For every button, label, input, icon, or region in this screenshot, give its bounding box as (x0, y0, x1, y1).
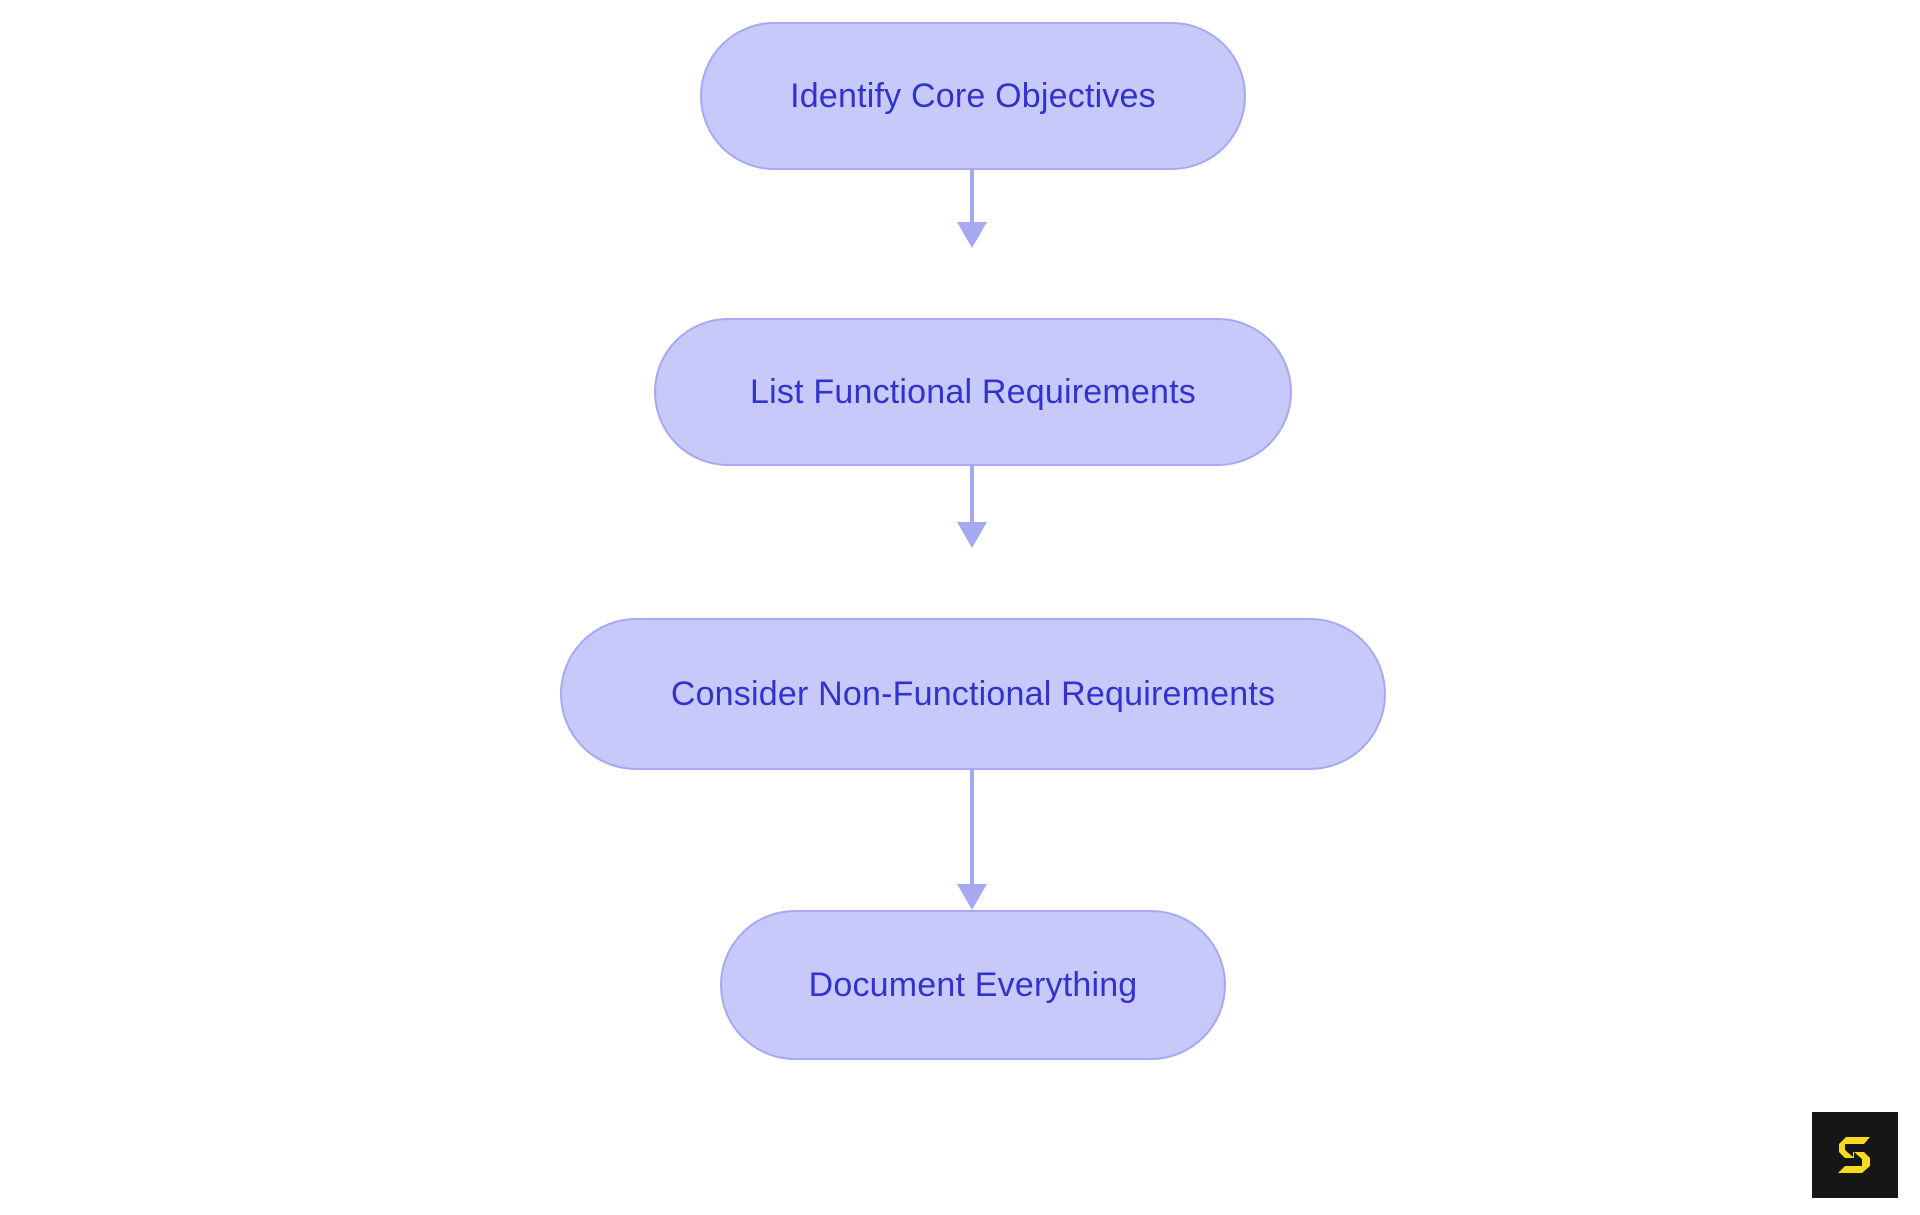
flow-node-identify-core-objectives[interactable]: Identify Core Objectives (700, 22, 1246, 170)
arrow-head-icon (957, 522, 987, 548)
arrow-head-icon (957, 222, 987, 248)
flow-node-consider-non-functional-requirements[interactable]: Consider Non-Functional Requirements (560, 618, 1386, 770)
flow-edge-n0-n1 (957, 170, 987, 248)
edge-line (970, 466, 974, 522)
flow-node-label: Consider Non-Functional Requirements (670, 675, 1276, 713)
flow-node-label: Identify Core Objectives (790, 77, 1156, 115)
edge-line (970, 170, 974, 222)
watermark-logo (1812, 1112, 1898, 1198)
flow-edge-n2-n3 (957, 770, 987, 910)
flow-node-document-everything[interactable]: Document Everything (720, 910, 1226, 1060)
logo-s-icon (1838, 1137, 1870, 1173)
flow-node-label: Document Everything (808, 966, 1138, 1004)
flow-node-label: List Functional Requirements (750, 373, 1196, 411)
flow-node-list-functional-requirements[interactable]: List Functional Requirements (654, 318, 1292, 466)
flow-edge-n1-n2 (957, 466, 987, 548)
arrow-head-icon (957, 884, 987, 910)
edge-line (970, 770, 974, 884)
